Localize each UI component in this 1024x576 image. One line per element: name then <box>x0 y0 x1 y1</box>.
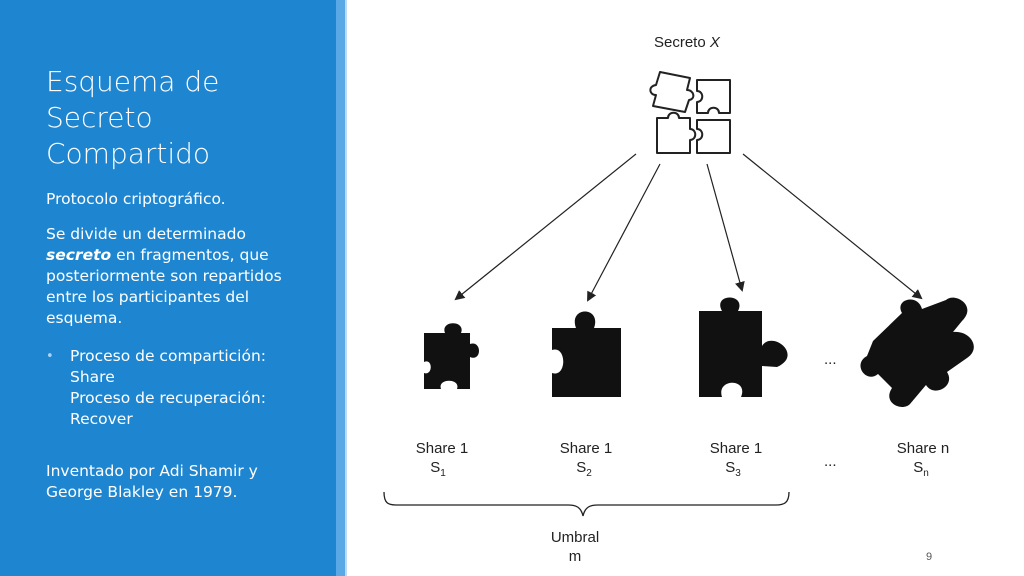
title-line-1: Esquema de <box>46 65 220 98</box>
slide-title: Esquema de Secreto Compartido <box>46 64 326 172</box>
secret-label: Secreto X <box>654 34 721 51</box>
arrow-share-3 <box>706 163 745 292</box>
panel-accent-bar <box>336 0 345 576</box>
svg-text:Share 1: Share 1 <box>416 440 469 457</box>
bullet-line-4: Recover <box>70 410 133 428</box>
slide-number: 9 <box>926 551 933 563</box>
threshold-brace <box>383 491 790 517</box>
desc-line-3: posteriormente son repartidos <box>46 267 282 285</box>
share-n-piece-icon <box>860 297 974 407</box>
share-1-piece-icon <box>424 323 479 389</box>
share-pieces <box>424 297 974 407</box>
threshold-var: m <box>569 548 582 565</box>
arrow-share-n <box>742 153 923 300</box>
bullet-dot-icon: • <box>46 349 54 364</box>
svg-text:Share n: Share n <box>897 440 950 457</box>
bullet-line-1: Proceso de compartición: <box>70 347 266 365</box>
paragraph-protocol: Protocolo criptográfico. <box>46 190 226 208</box>
svg-text:S2: S2 <box>576 459 592 479</box>
svg-text:Share 1: Share 1 <box>560 440 613 457</box>
desc-emphasis: secreto <box>46 246 112 264</box>
share-3-piece-icon <box>699 297 788 397</box>
share-3-label: Share 1 S3 <box>710 440 763 479</box>
desc-line-1: Se divide un determinado <box>46 225 246 243</box>
svg-text:Share 1: Share 1 <box>710 440 763 457</box>
ellipsis-labels: ... <box>824 453 837 470</box>
desc-line-2: en fragmentos, que <box>111 246 269 264</box>
paragraph-description: Se divide un determinado secreto en frag… <box>46 224 306 329</box>
threshold-label: Umbral <box>551 529 599 546</box>
share-2-label: Share 1 S2 <box>560 440 613 479</box>
inventors-line-1: Inventado por Adi Shamir y <box>46 462 258 480</box>
paragraph-inventors: Inventado por Adi Shamir y George Blakle… <box>46 461 306 503</box>
bullet-line-3: Proceso de recuperación: <box>70 389 266 407</box>
inventors-line-2: George Blakley en 1979. <box>46 483 238 501</box>
panel-accent-line <box>345 0 347 576</box>
desc-line-5: esquema. <box>46 309 123 327</box>
arrow-share-1 <box>454 153 637 301</box>
arrow-share-2 <box>587 163 661 302</box>
svg-text:S1: S1 <box>430 459 446 479</box>
title-line-3: Compartido <box>46 137 211 170</box>
secret-puzzle-icon <box>649 71 731 154</box>
ellipsis-pieces: ... <box>824 351 837 368</box>
share-n-label: Share n Sn <box>897 440 950 479</box>
arrows <box>454 153 923 302</box>
left-panel <box>0 0 336 576</box>
share-2-piece-icon <box>552 311 621 397</box>
share-1-label: Share 1 S1 <box>416 440 469 479</box>
svg-text:S3: S3 <box>725 459 741 479</box>
title-line-2: Secreto <box>46 101 153 134</box>
bullet-line-2: Share <box>70 368 115 386</box>
svg-text:Sn: Sn <box>913 459 929 479</box>
desc-line-4: entre los participantes del <box>46 288 250 306</box>
